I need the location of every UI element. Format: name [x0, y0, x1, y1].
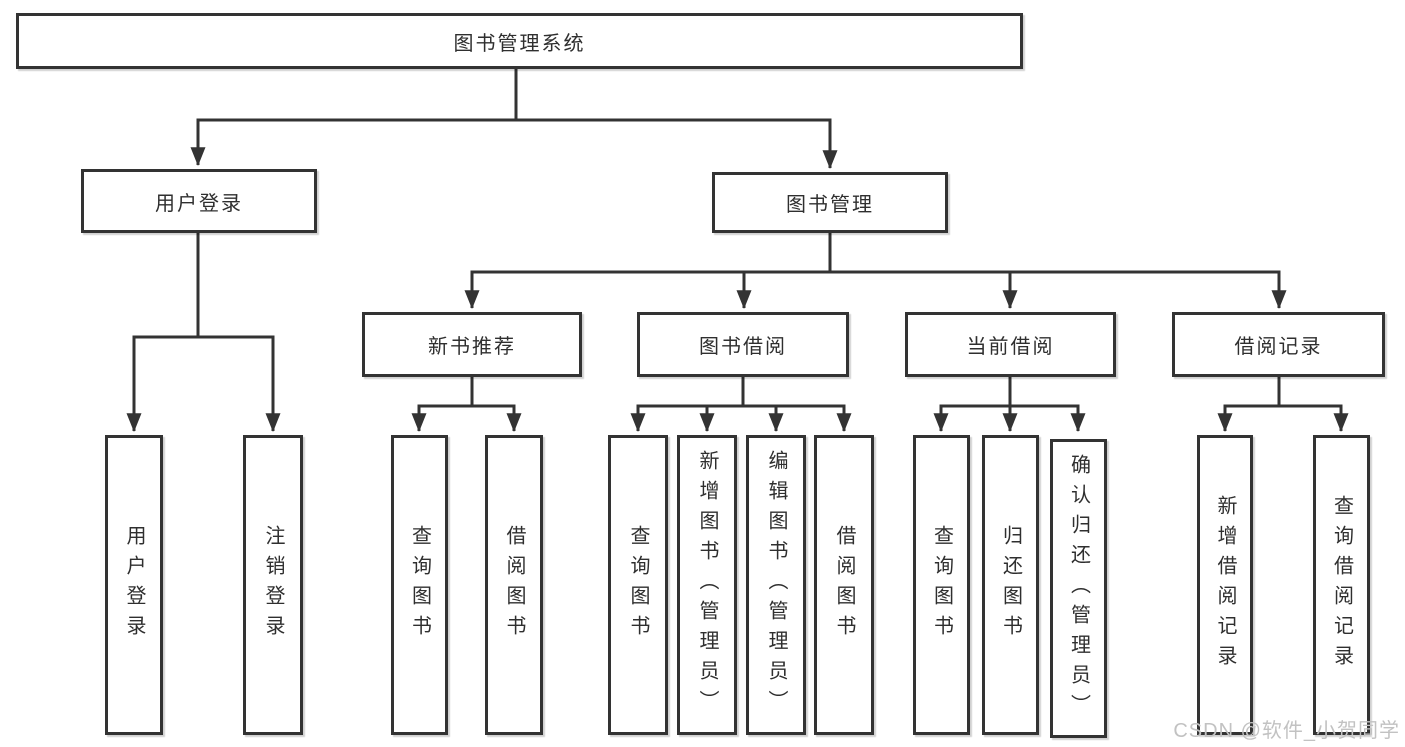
connector-root-to-level2 [190, 69, 838, 169]
leaf-current-query-books: 查询图书 [913, 435, 970, 735]
node-library-system: 图书管理系统 [16, 13, 1023, 69]
node-user-login: 用户登录 [81, 169, 317, 233]
connector-borrowing-records-children [1217, 377, 1349, 432]
connector-user-login-children [126, 233, 281, 432]
leaf-records-query-record: 查询借阅记录 [1313, 435, 1370, 735]
node-current-borrowing: 当前借阅 [905, 312, 1116, 377]
node-new-book-recommend: 新书推荐 [362, 312, 582, 377]
connector-new-book-children [411, 377, 522, 432]
node-borrowing-records: 借阅记录 [1172, 312, 1385, 377]
connector-current-borrowing-children [933, 377, 1086, 432]
connector-book-borrowing-children [630, 377, 852, 432]
leaf-user-login: 用户登录 [105, 435, 163, 735]
leaf-newbook-query-books: 查询图书 [391, 435, 448, 735]
leaf-borrowing-add-books-admin: 新增图书（管理员） [677, 435, 737, 735]
leaf-current-confirm-return-admin: 确认归还（管理员） [1050, 439, 1107, 738]
leaf-logout: 注销登录 [243, 435, 303, 735]
leaf-borrowing-query-books: 查询图书 [608, 435, 668, 735]
watermark-text: CSDN @软件_小贺同学 [1173, 720, 1400, 742]
connector-book-management-children [464, 233, 1287, 309]
node-book-management: 图书管理 [712, 172, 948, 233]
node-book-borrowing: 图书借阅 [637, 312, 849, 377]
leaf-borrowing-edit-books-admin: 编辑图书（管理员） [746, 435, 806, 735]
leaf-newbook-borrow-books: 借阅图书 [485, 435, 543, 735]
leaf-borrowing-borrow-books: 借阅图书 [814, 435, 874, 735]
leaf-current-return-books: 归还图书 [982, 435, 1039, 735]
leaf-records-add-record: 新增借阅记录 [1197, 435, 1253, 735]
